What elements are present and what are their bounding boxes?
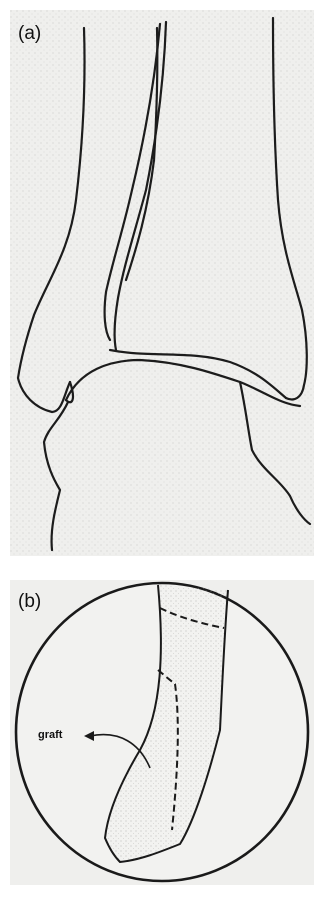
panel-b: (b) graft xyxy=(10,580,314,885)
panel-a-label: (a) xyxy=(18,23,41,45)
panel-a: (a) xyxy=(10,10,314,556)
panel-b-label: (b) xyxy=(18,591,41,613)
ankle-joint-drawing xyxy=(10,10,314,556)
graft-label: graft xyxy=(38,729,62,741)
